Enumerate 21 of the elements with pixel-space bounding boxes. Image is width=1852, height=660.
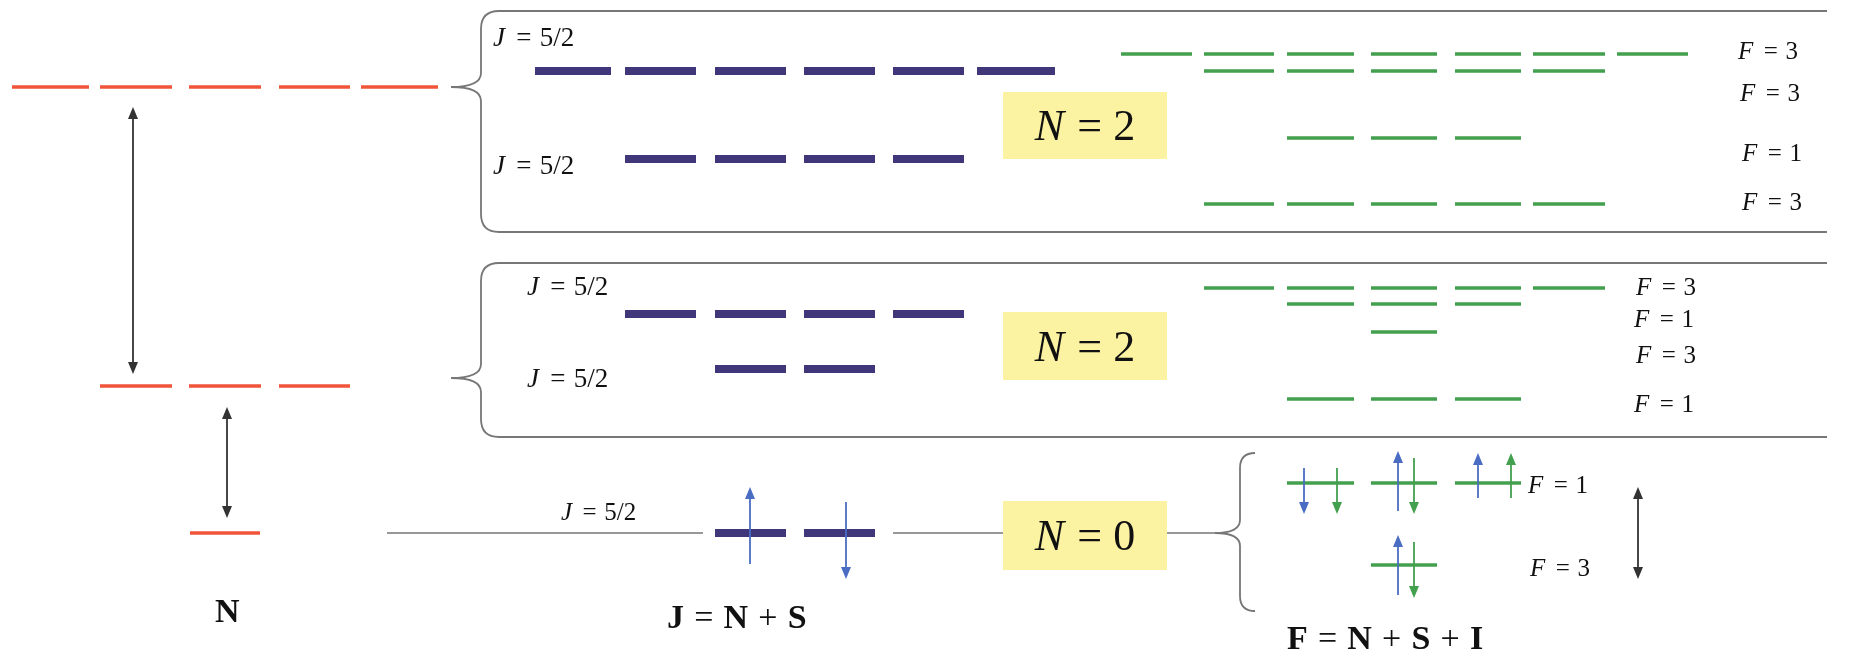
quantum-number-label: F = 3 [1740, 79, 1800, 105]
quantum-number-label: J = 5/2 [493, 23, 575, 51]
quantum-number-label: F = 3 [1636, 273, 1696, 299]
axis-label: N [215, 594, 240, 628]
level-label: N = 0 [1003, 501, 1167, 570]
quantum-number-label: F = 1 [1634, 390, 1694, 416]
quantum-number-label: F = 3 [1738, 37, 1798, 63]
quantum-number-label: J = 5/2 [527, 272, 609, 300]
formula-label: F = N + S + I [1287, 621, 1484, 655]
quantum-number-label: J = 5/2 [493, 151, 575, 179]
quantum-number-label: F = 3 [1530, 554, 1590, 580]
quantum-number-label: J = 5/2 [561, 498, 637, 524]
quantum-number-label: F = 1 [1634, 305, 1694, 331]
quantum-number-label: F = 1 [1528, 471, 1588, 497]
quantum-number-label: J = 5/2 [527, 364, 609, 392]
level-label: N = 2 [1003, 312, 1167, 380]
quantum-number-label: F = 1 [1742, 139, 1802, 165]
level-label: N = 2 [1003, 92, 1167, 159]
quantum-number-label: F = 3 [1636, 341, 1696, 367]
formula-label: J = N + S [667, 600, 807, 634]
quantum-number-label: F = 3 [1742, 188, 1802, 214]
